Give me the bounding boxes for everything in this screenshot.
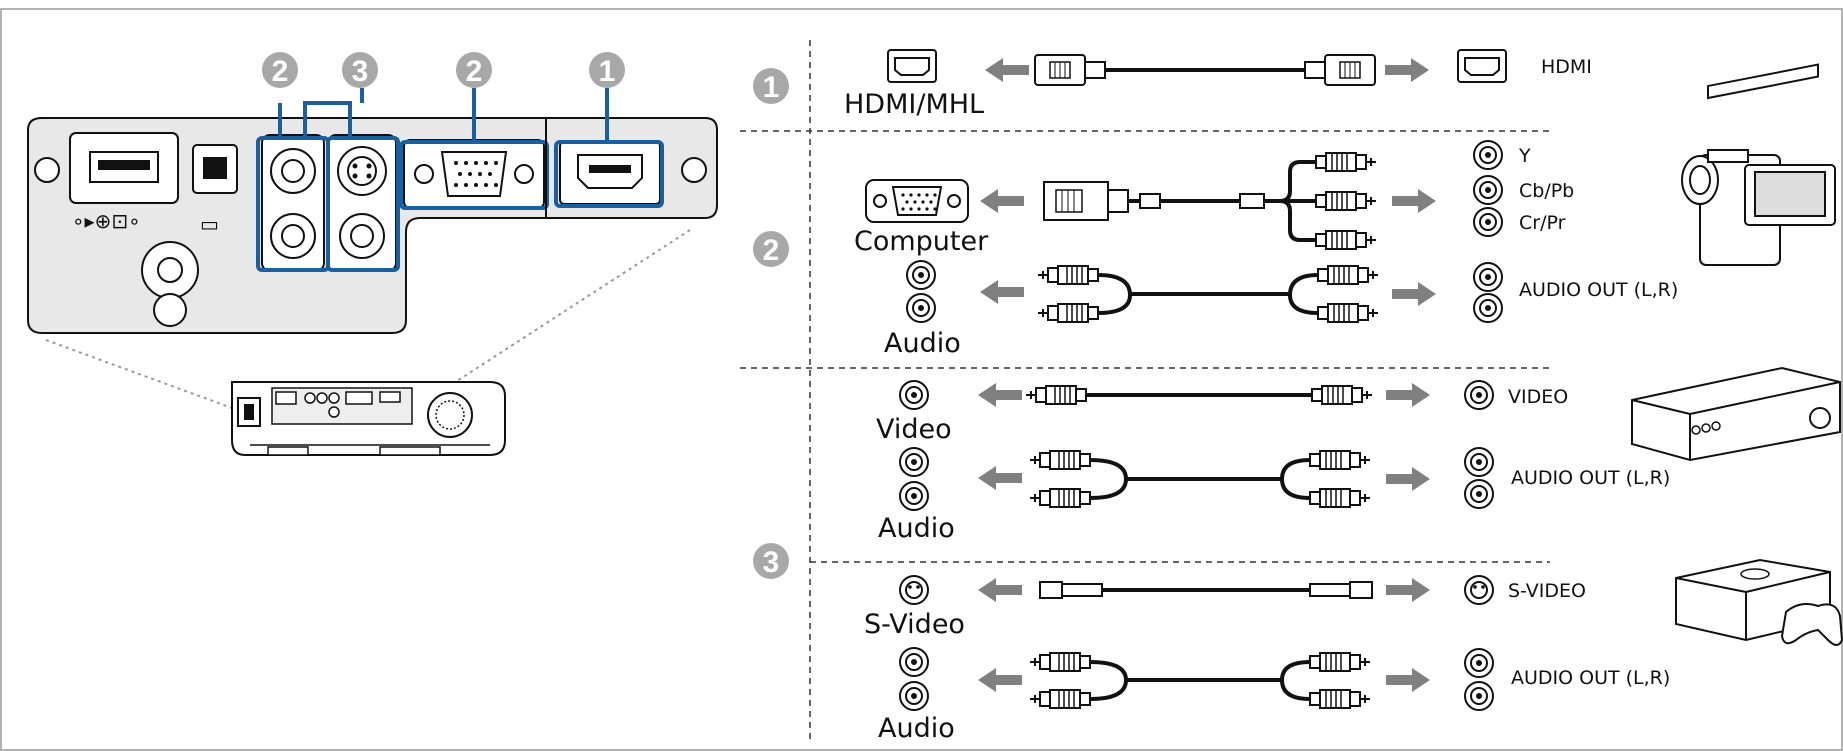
row-component-audio: Audio AUDIO OUT (L,R) (884, 260, 1678, 359)
badge-2-left: 2 (262, 52, 298, 88)
svg-text:∘▸⊕⊡∘: ∘▸⊕⊡∘ (72, 209, 141, 233)
row-svideo: S-Video S-VIDEO (864, 558, 1843, 646)
row-composite-video: Video VIDEO (876, 63, 1841, 462)
video-left-label: Video (876, 414, 952, 445)
svg-text:3: 3 (763, 546, 780, 579)
hdmi-right-label: HDMI (1541, 56, 1592, 78)
badge-2-center: 2 (456, 52, 492, 88)
svg-text:1: 1 (599, 55, 616, 88)
svg-text:▭: ▭ (200, 212, 219, 236)
svg-text:2: 2 (272, 55, 289, 88)
svg-text:2: 2 (466, 55, 483, 88)
svideo-right-label: S-VIDEO (1508, 580, 1586, 602)
component-audio-left-label: Audio (884, 328, 961, 359)
camcorder-icon (1681, 149, 1836, 266)
component-cb-label: Cb/Pb (1519, 180, 1574, 202)
video-right-label: VIDEO (1508, 386, 1568, 408)
svideo-left-label: S-Video (864, 609, 965, 640)
component-y-label: Y (1518, 145, 1531, 167)
hdmi-port-icon-right (1457, 49, 1507, 83)
row-svideo-audio: Audio AUDIO OUT (L,R) (878, 647, 1670, 744)
svideo-video-highlight (326, 136, 400, 272)
badge-1-left: 1 (589, 52, 625, 88)
svg-text:2: 2 (763, 234, 780, 267)
badge-3-left: 3 (342, 52, 378, 88)
computer-label: Computer (854, 226, 989, 257)
badge-section-2: 2 (753, 231, 789, 267)
game-console-icon (1675, 558, 1843, 646)
composite-audio-left-label: Audio (878, 513, 955, 544)
component-cr-label: Cr/Pr (1519, 212, 1566, 234)
svideo-audio-left-label: Audio (878, 713, 955, 744)
hdmi-port-icon-left (887, 49, 937, 83)
row-hdmi: HDMI/MHL HDMI (844, 49, 1592, 120)
composite-audio-right-label: AUDIO OUT (L,R) (1511, 467, 1670, 489)
projector-panel: ∘▸⊕⊡∘ ▭ (27, 52, 718, 409)
svg-text:3: 3 (352, 55, 369, 88)
projector-thumbnail (231, 381, 506, 456)
component-audio-right-label: AUDIO OUT (L,R) (1519, 279, 1678, 301)
badge-section-1: 1 (753, 68, 789, 104)
svideo-audio-right-label: AUDIO OUT (L,R) (1511, 667, 1670, 689)
row-composite-audio: Audio AUDIO OUT (L,R) (878, 447, 1670, 544)
badge-section-3: 3 (753, 543, 789, 579)
frame (0, 8, 1843, 751)
hdmi-left-label: HDMI/MHL (844, 89, 984, 120)
vcr-icon (1631, 63, 1841, 462)
row-component: Computer Y Cb/Pb Cr/Pr (854, 140, 1836, 266)
svg-text:1: 1 (763, 71, 780, 104)
